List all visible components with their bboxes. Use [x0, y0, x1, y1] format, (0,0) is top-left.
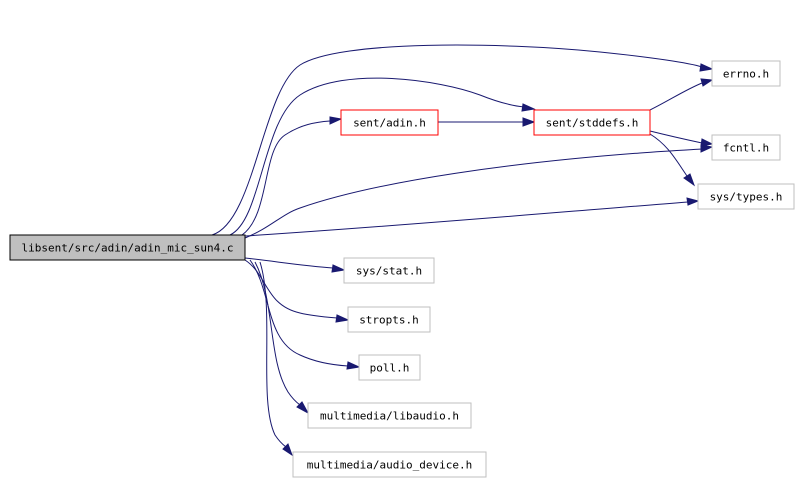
node-sys-stat[interactable]: sys/stat.h — [343, 257, 435, 284]
edge-root-fcntl — [244, 148, 703, 239]
edge-root-errno — [211, 44, 703, 236]
edge-root-poll — [249, 259, 349, 367]
node-libaudio-label: multimedia/libaudio.h — [320, 410, 459, 423]
edge-root-errno-arrowhead — [699, 63, 714, 72]
edge-root-audiodevice-arrowhead — [282, 443, 293, 457]
node-stropts[interactable]: stropts.h — [347, 306, 431, 333]
node-sent-stddefs[interactable]: sent/stddefs.h — [533, 109, 651, 136]
node-sent-adin-box — [340, 109, 439, 136]
edge-root-adin — [241, 120, 331, 236]
node-fcntl-box — [711, 134, 781, 161]
node-libaudio[interactable]: multimedia/libaudio.h — [307, 402, 472, 429]
node-errno-label: errno.h — [723, 68, 769, 81]
edge-root-stddefs-arrowhead — [521, 103, 536, 112]
node-root-label: libsent/src/adin/adin_mic_sun4.c — [22, 242, 234, 255]
edge-root-libaudio-arrowhead — [296, 401, 310, 415]
node-root-box — [9, 234, 246, 261]
node-poll-box — [358, 354, 421, 381]
node-sys-stat-label: sys/stat.h — [356, 265, 422, 278]
node-audio-device[interactable]: multimedia/audio_device.h — [292, 451, 487, 478]
edge-root-poll-arrowhead — [346, 361, 361, 370]
edge-root-stropts — [244, 259, 338, 319]
node-fcntl-label: fcntl.h — [723, 142, 769, 155]
nodes: libsent/src/adin/adin_mic_sun4.c sent/ad… — [9, 60, 795, 478]
node-audio-device-label: multimedia/audio_device.h — [307, 459, 473, 472]
edge-root-audiodevice — [259, 261, 287, 448]
edge-root-adin-arrowhead — [329, 116, 343, 125]
node-stropts-label: stropts.h — [359, 314, 419, 327]
edge-root-sysstat — [244, 257, 334, 269]
edge-stddefs-errno-arrowhead — [700, 78, 714, 87]
edge-stddefs-fcntl-arrowhead — [700, 138, 714, 147]
node-poll[interactable]: poll.h — [358, 354, 421, 381]
node-sent-adin[interactable]: sent/adin.h — [340, 109, 439, 136]
node-root[interactable]: libsent/src/adin/adin_mic_sun4.c — [9, 234, 246, 261]
node-sent-stddefs-label: sent/stddefs.h — [546, 117, 639, 130]
edge-root-stddefs — [229, 77, 525, 236]
edge-stddefs-fcntl — [649, 130, 703, 144]
edge-root-stropts-arrowhead — [335, 314, 350, 323]
node-poll-label: poll.h — [370, 362, 410, 375]
edge-stddefs-errno — [649, 82, 703, 111]
node-sys-types-label: sys/types.h — [710, 191, 783, 204]
edge-stddefs-systypes-arrowhead — [683, 173, 696, 187]
node-errno-box — [711, 60, 781, 87]
node-libaudio-box — [307, 402, 472, 429]
edge-root-systypes-arrowhead — [686, 197, 700, 206]
node-errno[interactable]: errno.h — [711, 60, 781, 87]
edges — [211, 44, 714, 457]
edge-root-sysstat-arrowhead — [331, 264, 346, 273]
node-audio-device-box — [292, 451, 487, 478]
edge-root-fcntl-arrowhead — [700, 144, 714, 153]
edge-adin-stddefs-arrowhead — [522, 117, 536, 127]
node-fcntl[interactable]: fcntl.h — [711, 134, 781, 161]
node-stropts-box — [347, 306, 431, 333]
node-sys-stat-box — [343, 257, 435, 284]
node-sys-types[interactable]: sys/types.h — [697, 183, 795, 210]
edge-stddefs-systypes — [649, 133, 688, 177]
node-sent-adin-label: sent/adin.h — [353, 117, 426, 130]
node-sent-stddefs-box — [533, 109, 651, 136]
edge-root-systypes — [244, 201, 689, 237]
node-sys-types-box — [697, 183, 795, 210]
